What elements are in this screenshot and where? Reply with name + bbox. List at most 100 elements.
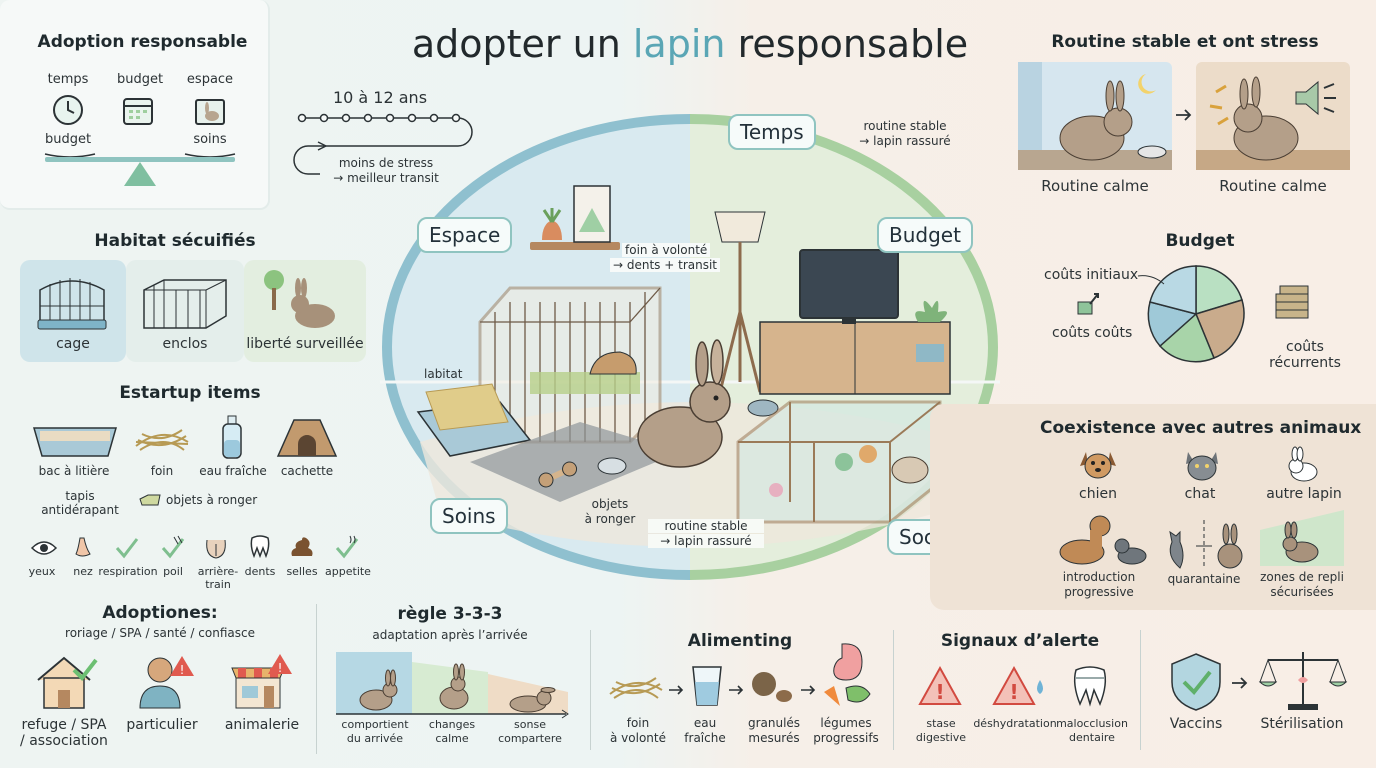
- labitat-note: labitat: [424, 367, 463, 381]
- litter-box-icon: [33, 427, 117, 457]
- safe-zone-illustration: [1260, 510, 1344, 566]
- habitat-liberte-label: liberté surveillée: [246, 336, 364, 352]
- dog-cat-introduction-illustration: [1059, 515, 1147, 565]
- adoption-label-temps: temps: [47, 72, 89, 87]
- svg-text:!: !: [278, 661, 283, 675]
- divider-3: [893, 630, 894, 750]
- coexist-zones-2: sécurisées: [1270, 585, 1334, 599]
- svg-text:!: !: [180, 663, 185, 677]
- aliment-eau-1: eau: [693, 716, 717, 730]
- calendar-icon: [123, 98, 153, 125]
- dehydration-alert-icon: !: [992, 665, 1043, 705]
- health-sterilisation: Stérilisation: [1260, 716, 1344, 732]
- lifespan-label: 10 à 12 ans: [332, 88, 428, 107]
- budget-leader-line: [1137, 275, 1165, 285]
- budget-label-couts: coûts coûts: [1052, 325, 1133, 341]
- other-rabbit-icon: [1288, 446, 1318, 482]
- check-poil: poil: [163, 565, 183, 578]
- routine-top-1: routine stable: [863, 119, 947, 133]
- water-glass-icon: [692, 666, 722, 706]
- shelter-house-icon: [37, 656, 98, 709]
- cat-icon: [1186, 452, 1218, 481]
- aliment-hay-icon: [609, 677, 663, 699]
- startup-item-hideout: cachette: [280, 464, 334, 478]
- adoptions-title: Adoptiones:: [102, 603, 218, 623]
- signal-stase-2: digestive: [915, 731, 967, 744]
- check-yeux: yeux: [28, 565, 56, 578]
- rule-sub: adaptation après l’arrivée: [372, 628, 528, 642]
- appetite-check-icon: [335, 535, 359, 559]
- tapis-label-2: antidérapant: [41, 503, 119, 517]
- center-chip-soins[interactable]: Soins: [430, 498, 508, 534]
- title-post: responsable: [725, 22, 969, 66]
- adoption-source-animalerie: animalerie: [224, 717, 300, 733]
- health-vaccins: Vaccins: [1169, 716, 1223, 732]
- rule-step-3-b: compartere: [498, 732, 562, 745]
- hindquarters-icon: [206, 539, 226, 559]
- coexist-zones-1: zones de repli: [1260, 570, 1344, 584]
- adoptions-sub: roriage / SPA / santé / confiasce: [65, 626, 255, 640]
- divider-2: [590, 630, 591, 750]
- growth-icon: [1077, 293, 1099, 315]
- signal-dehydration: déshydratation: [973, 717, 1057, 730]
- arrow-right-icon: [1176, 109, 1192, 121]
- aliment-arrow-2: [729, 685, 744, 695]
- divider-4: [1140, 630, 1141, 750]
- center-chip-budget[interactable]: Budget: [877, 217, 973, 253]
- scale-right-label: soins: [193, 132, 227, 147]
- budget-label-initial: coûts initiaux: [1044, 267, 1139, 283]
- startup-title: Estartup items: [119, 383, 261, 403]
- rule-step-1-b: du arrivée: [346, 732, 404, 745]
- aliment-granules-1: granulés: [747, 716, 801, 730]
- budget-label-recurrent-2: récurrents: [1269, 355, 1341, 371]
- cage-icon: [37, 278, 107, 330]
- title-pre: adopter un: [411, 22, 633, 66]
- budget-title: Budget: [1165, 231, 1235, 251]
- center-chip-espace[interactable]: Espace: [417, 217, 513, 253]
- vaccine-shield-icon: [1171, 653, 1221, 711]
- signal-malocclusion-2: dentaire: [1069, 731, 1115, 744]
- coexist-intro-2: progressive: [1064, 585, 1134, 599]
- adoption-source-particulier: particulier: [126, 717, 198, 733]
- routine-bottom-2: → lapin rassuré: [648, 534, 764, 548]
- startup-item-water: eau fraîche: [199, 464, 267, 478]
- coexist-label-chat: chat: [1184, 486, 1216, 502]
- pellets-icon: [752, 672, 792, 702]
- habitat-enclos-card[interactable]: [126, 260, 244, 362]
- startup-item-litter: bac à litière: [38, 464, 110, 478]
- aliment-legumes-1: légumes: [820, 716, 872, 730]
- respiration-check-icon: [115, 538, 139, 559]
- chew-block-icon: [139, 494, 161, 506]
- aliment-legumes-2: progressifs: [813, 731, 879, 745]
- rule-title: règle 3-3-3: [397, 604, 503, 624]
- hideout-icon: [276, 419, 338, 457]
- check-respiration: respiration: [98, 565, 158, 578]
- lifespan-timeline: [293, 113, 473, 175]
- budget-pie-chart: [1147, 265, 1245, 363]
- adoption-label-espace: espace: [186, 72, 234, 87]
- routine-bottom-1: routine stable: [648, 519, 764, 533]
- timeline-note-1: moins de stress: [338, 156, 434, 170]
- habitat-enclos-label: enclos: [162, 336, 208, 352]
- coexist-title: Coexistence avec autres animaux: [1040, 418, 1362, 438]
- aliment-title: Alimenting: [687, 631, 793, 651]
- person-icon: !: [139, 656, 194, 709]
- vegetables-stomach-icon: [824, 643, 871, 706]
- foin-note-2: → dents + transit: [610, 258, 721, 272]
- check-dents: dents: [244, 565, 276, 578]
- rabbit-cage-icon: [195, 99, 225, 125]
- coexist-label-lapin: autre lapin: [1266, 486, 1342, 502]
- rule-step-2-b: calme: [435, 732, 469, 745]
- title-accent: lapin: [632, 22, 726, 66]
- money-stack-icon: [1275, 285, 1309, 319]
- habitat-cage-card[interactable]: [20, 260, 126, 362]
- coexist-label-chien: chien: [1079, 486, 1117, 502]
- eye-icon: [30, 541, 58, 555]
- aliment-eau-2: fraîche: [684, 731, 726, 745]
- aliment-arrow-3: [801, 685, 816, 695]
- fur-check-icon: [161, 535, 185, 559]
- adoption-label-budget: budget: [116, 72, 164, 87]
- center-chip-temps[interactable]: Temps: [728, 114, 816, 150]
- adoption-title: Adoption responsable: [37, 32, 248, 52]
- signals-title: Signaux d’alerte: [940, 631, 1100, 651]
